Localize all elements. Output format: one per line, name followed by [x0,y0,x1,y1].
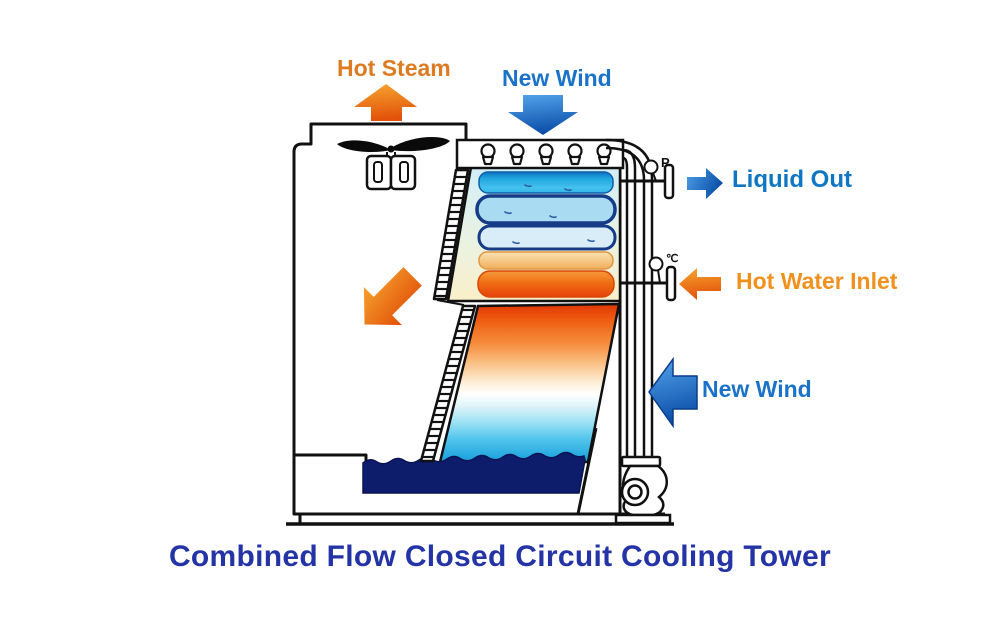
nozzle-icon [567,143,583,159]
new-wind-side-arrow-icon [648,356,698,429]
louver-bands [419,168,477,463]
fill-section [438,302,621,464]
coil-section [446,165,622,303]
nozzle-icon [538,143,554,159]
circulation-pump [614,455,672,525]
hot-water-inlet-label: Hot Water Inlet [736,268,898,294]
louver-band-lower [419,304,477,463]
base-outline [292,455,665,516]
fan-blades-icon [337,136,450,152]
external-piping [605,138,654,505]
coil-tube-cold-2 [475,194,617,225]
hot-steam-label: Hot Steam [337,55,451,81]
spray-nozzles [480,143,612,166]
coil-tube-cold-1 [478,171,614,194]
nozzle-icon [596,143,612,159]
pressure-gauge-label: P [661,155,670,170]
basin-water [362,451,586,494]
coil-tube-cold-3 [477,224,617,251]
new-wind-top-label: New Wind [502,65,612,91]
basin-outline [294,453,368,464]
hot-steam-arrow-icon [354,84,417,121]
fan-hub [387,145,395,153]
internal-airflow-arrow-icon [363,267,422,326]
liquid-out-label: Liquid Out [732,166,852,193]
flow-arrows [354,84,723,429]
liquid-out-branch: P [620,155,675,200]
temperature-gauge-label: ℃ [666,253,678,265]
inlet-flange [665,265,677,302]
diagram-title: Combined Flow Closed Circuit Cooling Tow… [168,540,832,573]
spray-header [455,138,625,170]
louver-band-upper [432,168,470,301]
spray-droplets [504,184,595,245]
outlet-flange [663,163,675,200]
coil-tube-warm-1 [478,251,614,270]
nozzle-icon [480,143,496,159]
new-wind-side-label: New Wind [702,376,812,402]
pressure-gauge-icon [643,159,659,175]
fan-motor-icon [365,154,417,191]
new-wind-down-arrow-icon [508,95,578,135]
pump-base [614,513,672,525]
pump-eye-inner [627,484,643,500]
temperature-gauge-icon [648,256,664,272]
coil-tube-hot-1 [477,270,615,298]
louver-hinge [436,299,465,306]
nozzle-icon [509,143,525,159]
fan-assembly [337,136,450,191]
plenum-outline [292,122,468,455]
hot-water-branch: ℃ [620,253,678,302]
pump-flange [620,455,662,468]
liquid-out-arrow-icon [687,168,723,199]
hot-water-inlet-arrow-icon [679,268,721,300]
